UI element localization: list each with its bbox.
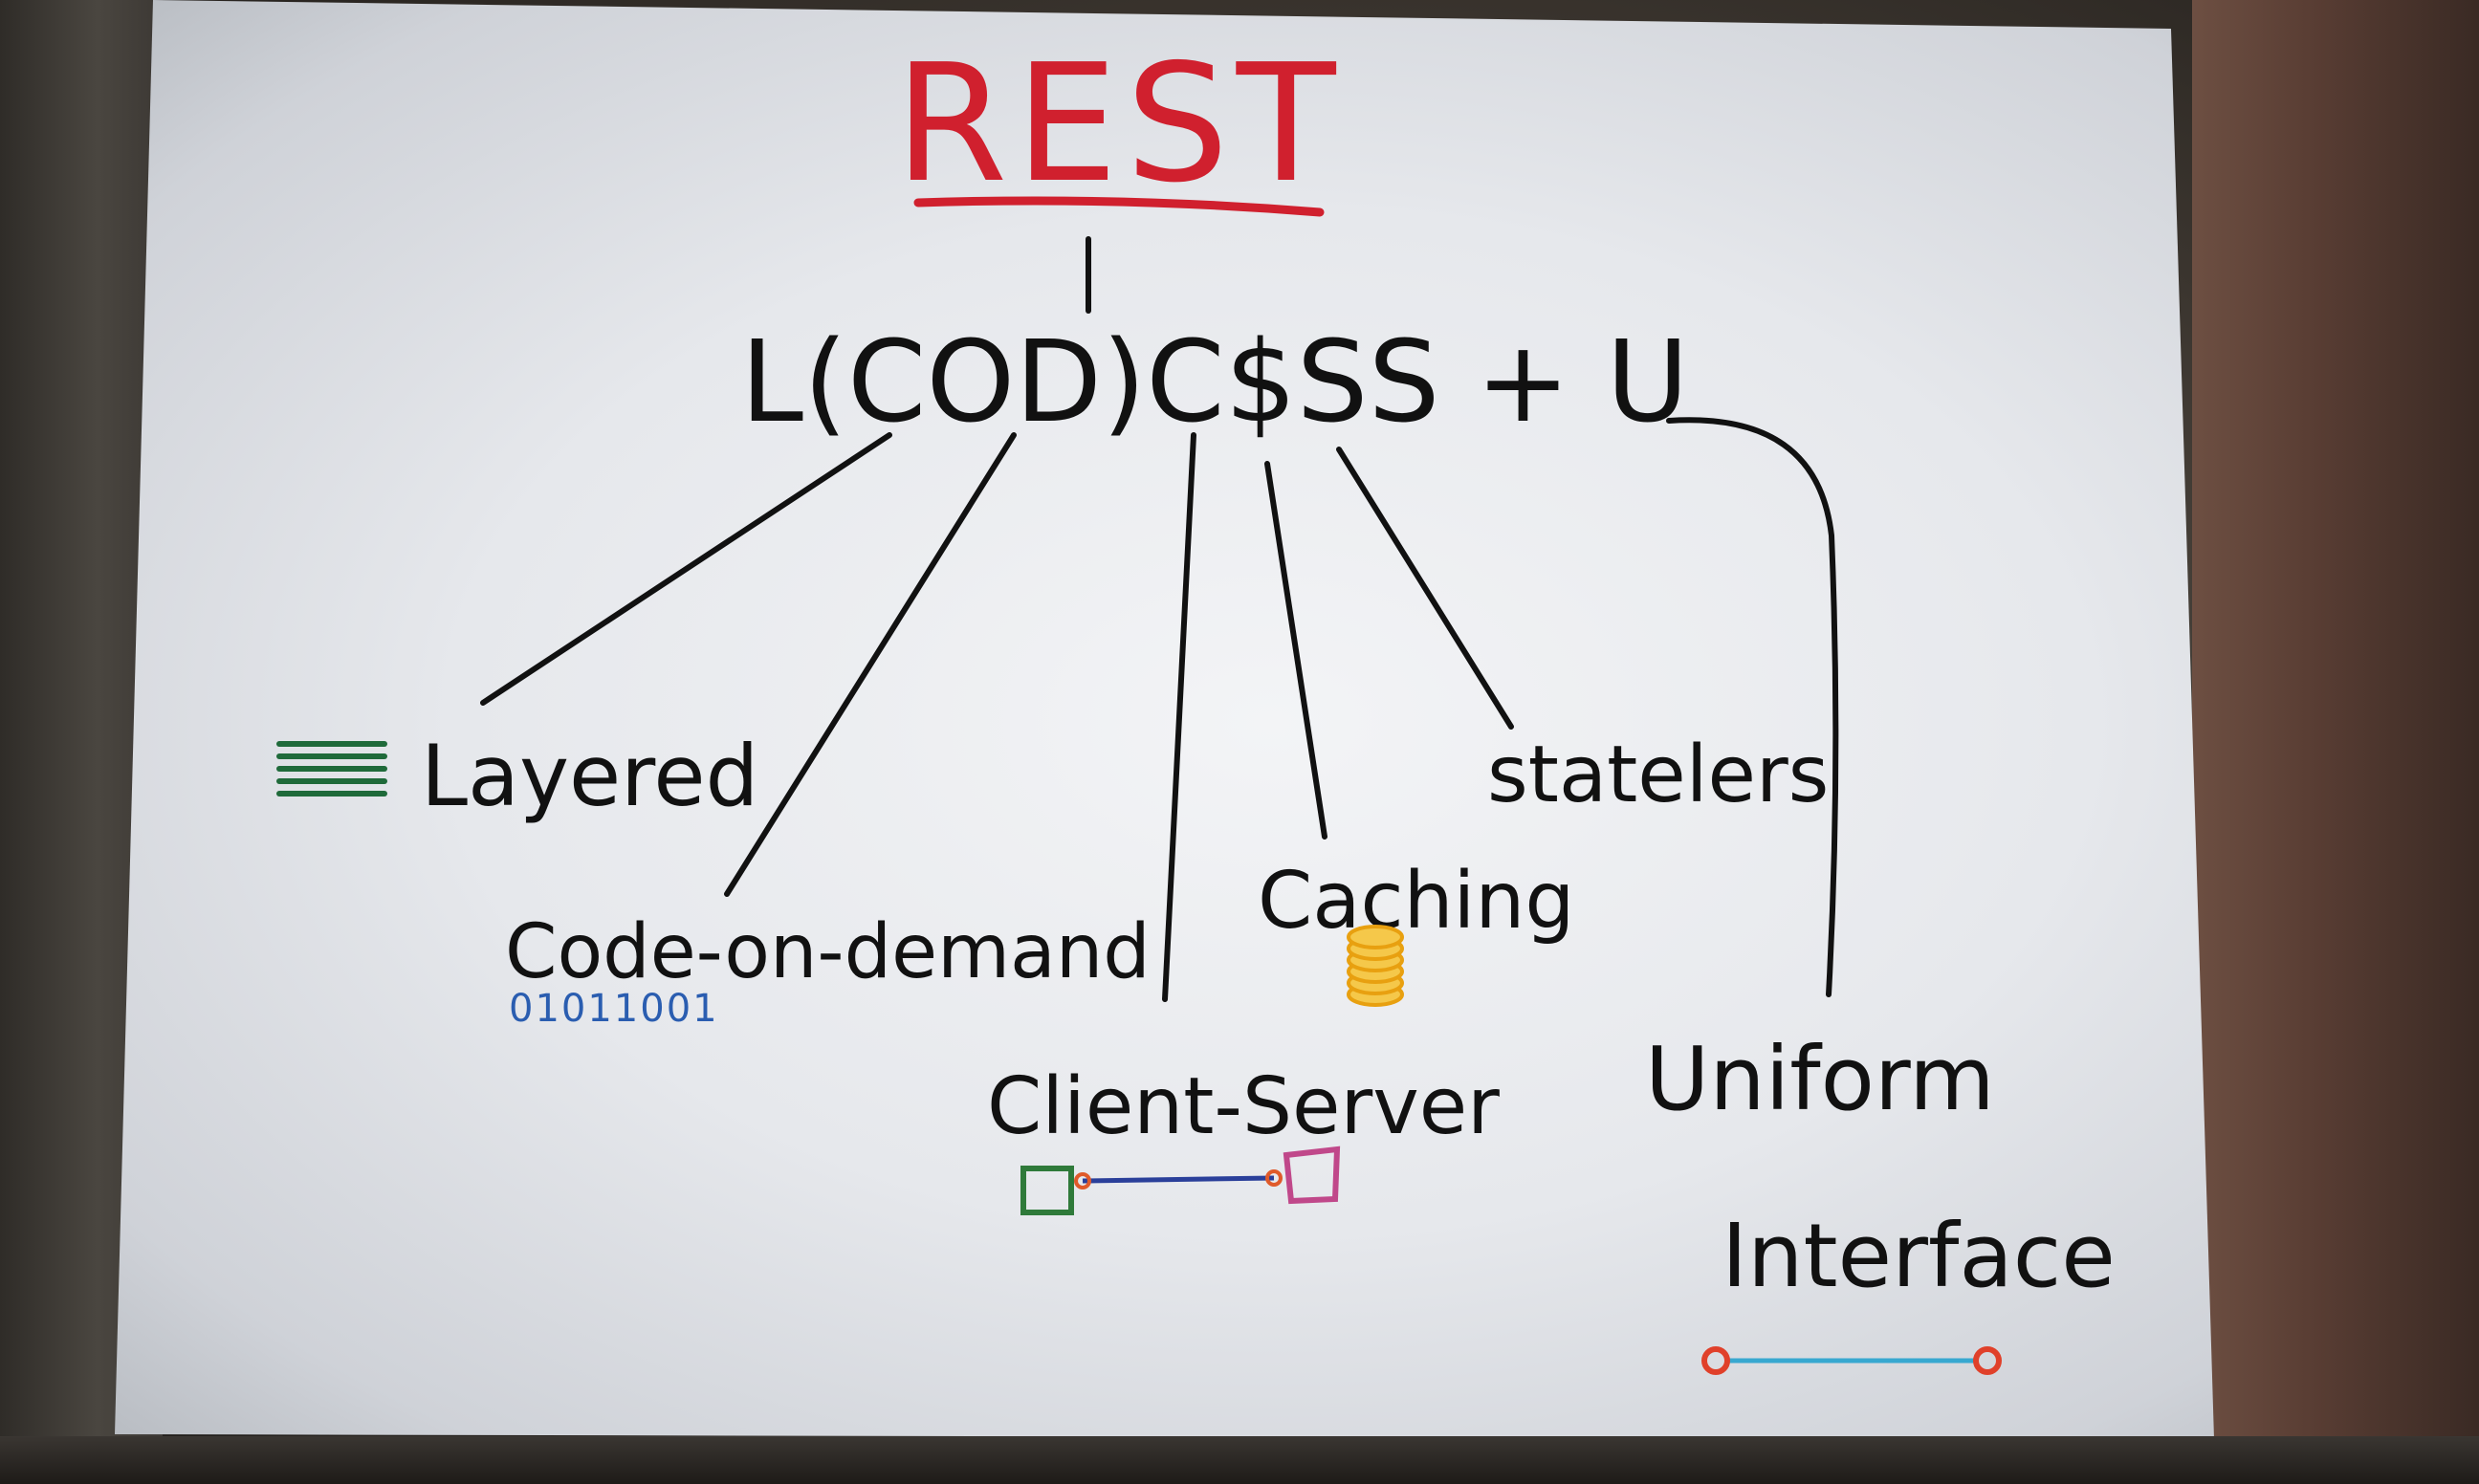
- diagram-title: REST: [894, 30, 1343, 219]
- node-uniform: Uniform: [1645, 1028, 1995, 1130]
- formula: L(COD)C$SS + U: [740, 316, 1688, 447]
- branch-code-on-demand: [724, 432, 1017, 897]
- node-interface: Interface: [1722, 1205, 2116, 1307]
- server-box: [1283, 1146, 1341, 1205]
- interface-end-right: [1973, 1346, 2002, 1375]
- branch-stateless: [1336, 447, 1514, 730]
- interface-end-left: [1701, 1346, 1730, 1375]
- node-code-on-demand: Code-on-demand: [505, 909, 1151, 995]
- coin-stack-icon: [1347, 925, 1404, 1007]
- branch-caching: [1264, 461, 1327, 840]
- client-server-connection-icon: [1020, 1146, 1341, 1215]
- title-underline: [913, 196, 1325, 217]
- node-client-server: Client-Server: [987, 1061, 1500, 1152]
- branch-client-server: [1162, 432, 1196, 1002]
- bottom-edge: [0, 1436, 2479, 1484]
- branch-uniform-interface: [1666, 417, 1839, 997]
- branch-layered: [480, 432, 892, 706]
- client-server-link: [1082, 1175, 1275, 1184]
- interface-connector-icon: [1701, 1346, 2002, 1375]
- link-end-left: [1074, 1172, 1091, 1189]
- node-stateless: statelers: [1487, 730, 1829, 820]
- node-layered: Layered: [421, 727, 758, 825]
- background-wall: [2192, 0, 2479, 1484]
- whiteboard-paper: [115, 0, 2214, 1439]
- stacked-lines-icon: [276, 741, 387, 797]
- node-caching: Caching: [1258, 856, 1574, 947]
- link-end-right: [1265, 1169, 1283, 1187]
- branch-lines: [480, 417, 1839, 1002]
- binary-code-icon: 01011001: [509, 987, 719, 1031]
- client-box: [1020, 1166, 1074, 1215]
